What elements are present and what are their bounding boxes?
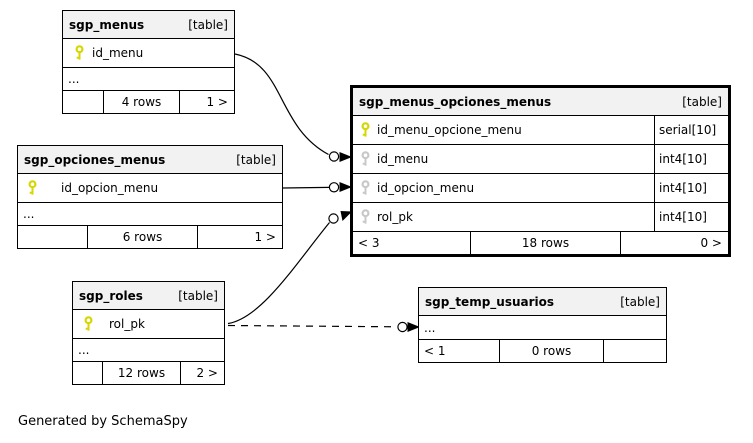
column-type: int4[10] [654, 174, 728, 202]
table-header: sgp_menus_opciones_menus [table] [353, 88, 728, 116]
stat-children [63, 91, 104, 113]
primary-key-icon [361, 122, 370, 137]
table-title: sgp_opciones_menus [24, 152, 166, 167]
column-row-id_opcion_menu: id_opcion_menu [18, 174, 282, 203]
column-type: int4[10] [654, 145, 728, 173]
table-header: sgp_temp_usuarios [table] [419, 288, 666, 316]
column-name: rol_pk [377, 210, 413, 224]
table-stats: < 3 18 rows 0 > [353, 232, 728, 254]
table-stats: < 1 0 rows [419, 340, 666, 362]
table-node-sgp_roles[interactable]: sgp_roles [table] rol_pk ... 12 rows 2 > [72, 281, 225, 385]
primary-key-icon [28, 180, 37, 195]
table-title: sgp_temp_usuarios [425, 294, 555, 309]
column-type: int4[10] [654, 203, 728, 231]
stat-parents: 2 > [196, 366, 218, 380]
table-type-tag: [table] [188, 17, 228, 32]
table-type-tag: [table] [682, 94, 722, 109]
table-node-sgp_opciones_menus[interactable]: sgp_opciones_menus [table] id_opcion_men… [17, 145, 283, 249]
stat-rows: 4 rows [104, 91, 180, 113]
column-name: id_opcion_menu [377, 181, 475, 195]
stat-rows: 6 rows [88, 226, 198, 248]
column-row-rol_pk: rol_pk int4[10] [353, 203, 728, 232]
stat-children: < 3 [353, 232, 471, 254]
foreign-key-icon [361, 151, 370, 166]
foreign-key-icon [361, 209, 370, 224]
table-node-sgp_menus_opciones_menus[interactable]: sgp_menus_opciones_menus [table] id_menu… [350, 85, 731, 257]
columns-truncated: ... [18, 203, 282, 226]
generator-credit: Generated by SchemaSpy [18, 414, 188, 429]
table-stats: 4 rows 1 > [63, 91, 234, 113]
stat-rows: 0 rows [500, 340, 604, 362]
table-type-tag: [table] [236, 152, 276, 167]
relationship-sgp_opciones_menus-id_opcion_menu [282, 182, 352, 193]
table-header: sgp_menus [table] [63, 11, 234, 39]
stat-parents: 0 > [700, 236, 722, 250]
column-name: id_menu [92, 46, 144, 60]
primary-key-icon [84, 316, 93, 331]
column-name: id_menu [377, 152, 429, 166]
foreign-key-icon [361, 180, 370, 195]
stat-parents: 1 > [206, 95, 228, 109]
table-type-tag: [table] [178, 288, 218, 303]
column-row-id_opcion_menu: id_opcion_menu int4[10] [353, 174, 728, 203]
columns-truncated: ... [63, 68, 234, 91]
table-type-tag: [table] [620, 294, 660, 309]
table-header: sgp_roles [table] [73, 282, 224, 310]
stat-children [18, 226, 88, 248]
table-stats: 6 rows 1 > [18, 226, 282, 248]
table-node-sgp_menus[interactable]: sgp_menus [table] id_menu ... 4 rows 1 > [62, 10, 235, 114]
column-name: rol_pk [109, 317, 145, 331]
column-type: serial[10] [654, 116, 728, 144]
column-name: id_opcion_menu [61, 181, 159, 195]
stat-children [73, 362, 103, 384]
table-title: sgp_menus_opciones_menus [359, 94, 552, 109]
column-row-id_menu: id_menu int4[10] [353, 145, 728, 174]
table-node-sgp_temp_usuarios[interactable]: sgp_temp_usuarios [table] ... < 1 0 rows [418, 287, 667, 363]
column-row-id_menu_opcione_menu: id_menu_opcione_menu serial[10] [353, 116, 728, 145]
column-name: id_menu_opcione_menu [377, 123, 522, 137]
table-stats: 12 rows 2 > [73, 362, 224, 384]
table-title: sgp_roles [79, 288, 143, 303]
table-header: sgp_opciones_menus [table] [18, 146, 282, 174]
stat-children: < 1 [419, 340, 500, 362]
stat-parents: 1 > [254, 230, 276, 244]
columns-truncated: ... [419, 316, 666, 340]
table-title: sgp_menus [69, 17, 145, 32]
columns-truncated: ... [73, 339, 224, 362]
primary-key-icon [75, 45, 84, 60]
column-row-id_menu: id_menu [63, 39, 234, 68]
stat-parents [604, 340, 666, 362]
stat-rows: 12 rows [103, 362, 181, 384]
stat-rows: 18 rows [471, 232, 621, 254]
relationship-sgp_roles-sgp_temp_usuarios-implied [227, 321, 420, 333]
column-row-rol_pk: rol_pk [73, 310, 224, 339]
